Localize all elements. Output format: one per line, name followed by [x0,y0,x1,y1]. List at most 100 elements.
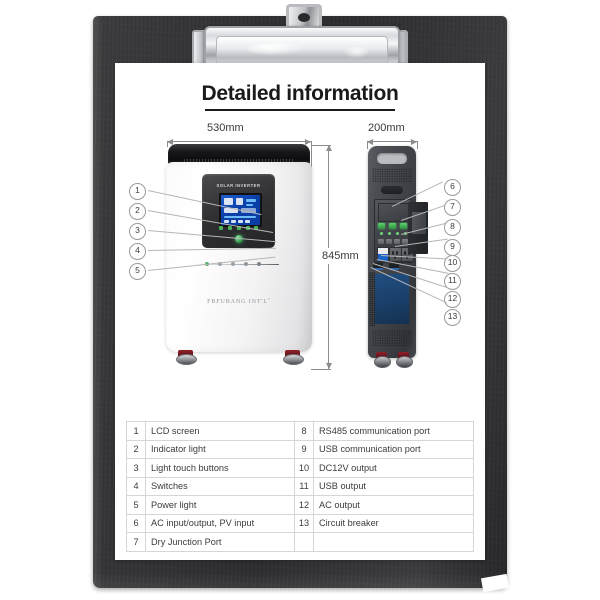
row-label-left: AC input/output, PV input [145,513,295,533]
row-label-right: RS485 communication port [313,421,474,441]
inverter-side-view [368,146,428,370]
usb-output-port-1 [373,263,383,270]
dimension-front-width-label: 530mm [207,122,244,134]
dimension-side-width-line [367,141,417,142]
row-label-right: USB communication port [313,439,474,459]
side-caster-right [396,352,413,368]
dimension-side-width-label: 200mm [368,122,405,134]
side-oval-recess [381,186,403,194]
front-top-cap [168,144,310,166]
side-caster-left [374,352,391,368]
side-vent-bottom [372,330,412,346]
dimension-side-width-arrow-right [411,138,417,145]
row-label-left: Light touch buttons [145,458,295,478]
front-panel-brand-label: SOLAR INVERTER [216,183,261,188]
table-row: 4 Switches 11 USB output [126,476,474,496]
dimension-front-width-line [167,141,311,142]
board-highlight-left [93,16,103,588]
row-number-left: 5 [126,495,146,515]
callout-marker-12[interactable]: 12 [444,291,461,308]
row-label-left: Dry Junction Port [145,532,295,552]
callout-marker-2[interactable]: 2 [129,203,146,220]
row-number-right: 11 [294,476,314,496]
row-number-right: 10 [294,458,314,478]
callout-marker-1[interactable]: 1 [129,183,146,200]
dimension-side-width-tick-left [367,141,368,149]
callout-marker-7[interactable]: 7 [444,199,461,216]
inverter-front-view: SOLAR INVERTER [166,144,312,369]
dc12v-output-port [377,247,389,262]
dimension-side-width-arrow-left [367,138,373,145]
side-vent-top [372,168,412,183]
callout-marker-4[interactable]: 4 [129,243,146,260]
clip-sheen-secondary [342,46,370,59]
side-switch-row [378,223,408,229]
side-handle [377,153,407,164]
row-number-left: 3 [126,458,146,478]
table-row: 7 Dry Junction Port [126,532,474,552]
callout-marker-3[interactable]: 3 [129,223,146,240]
title-underline [205,109,395,111]
dimension-height-tick-top [311,145,331,146]
page-title: Detailed information [201,82,399,105]
front-brand-text: FBFUBANG INT'L˝ [207,299,271,305]
dimension-front-width-tick-right [311,141,312,173]
dimension-front-width-arrow-right [305,138,311,145]
row-number-right [294,532,314,552]
front-indicator-strip [199,263,279,265]
row-number-right: 9 [294,439,314,459]
dimension-height-tick-bottom [311,369,331,370]
table-row: 3 Light touch buttons 10 DC12V output [126,458,474,478]
board-corner-fold [480,573,510,593]
side-control-panel [374,199,414,263]
callout-marker-11[interactable]: 11 [444,273,461,290]
table-row: 6 AC input/output, PV input 13 Circuit b… [126,513,474,533]
row-number-right: 12 [294,495,314,515]
side-key-row [378,239,408,244]
dimension-height-arrow-up [325,145,332,151]
front-caster-left [176,350,197,365]
table-row: 1 LCD screen 8 RS485 communication port [126,421,474,441]
row-number-right: 13 [294,513,314,533]
row-number-right: 8 [294,421,314,441]
clip-sheen-primary [247,42,306,57]
specification-table-body: 1 LCD screen 8 RS485 communication port … [126,421,474,552]
specification-table: 1 LCD screen 8 RS485 communication port … [126,421,474,552]
front-caster-right [283,350,304,365]
row-number-left: 6 [126,513,146,533]
board-highlight-bottom [93,572,507,588]
table-row: 2 Indicator light 9 USB communication po… [126,439,474,459]
callout-marker-6[interactable]: 6 [444,179,461,196]
callout-marker-8[interactable]: 8 [444,219,461,236]
front-top-vent [184,159,294,163]
row-label-right: AC output [313,495,474,515]
side-vent-lower [369,272,375,326]
row-number-left: 1 [126,421,146,441]
row-number-left: 2 [126,439,146,459]
row-label-right: USB output [313,476,474,496]
paper-sheet: Detailed information 530mm 200mm 845mm [115,63,485,560]
callout-marker-5[interactable]: 5 [129,263,146,280]
row-label-left: LCD screen [145,421,295,441]
row-number-left: 7 [126,532,146,552]
dimension-front-width-tick-left [167,141,168,147]
callout-marker-10[interactable]: 10 [444,255,461,272]
dimension-front-width-arrow-left [167,138,173,145]
row-label-right: Circuit breaker [313,513,474,533]
clip-loop-hole [298,13,310,22]
callout-marker-9[interactable]: 9 [444,239,461,256]
table-row: 5 Power light 12 AC output [126,495,474,515]
dimension-height-label: 845mm [319,248,362,264]
row-label-left: Switches [145,476,295,496]
row-label-right [313,532,474,552]
side-port-row [377,247,414,262]
callout-marker-13[interactable]: 13 [444,309,461,326]
dimension-side-width-tick-right [417,141,418,149]
row-label-left: Indicator light [145,439,295,459]
row-label-right: DC12V output [313,458,474,478]
dimension-height-arrow-down [325,363,332,369]
row-label-left: Power light [145,495,295,515]
front-control-panel: SOLAR INVERTER [202,174,275,248]
row-number-left: 4 [126,476,146,496]
